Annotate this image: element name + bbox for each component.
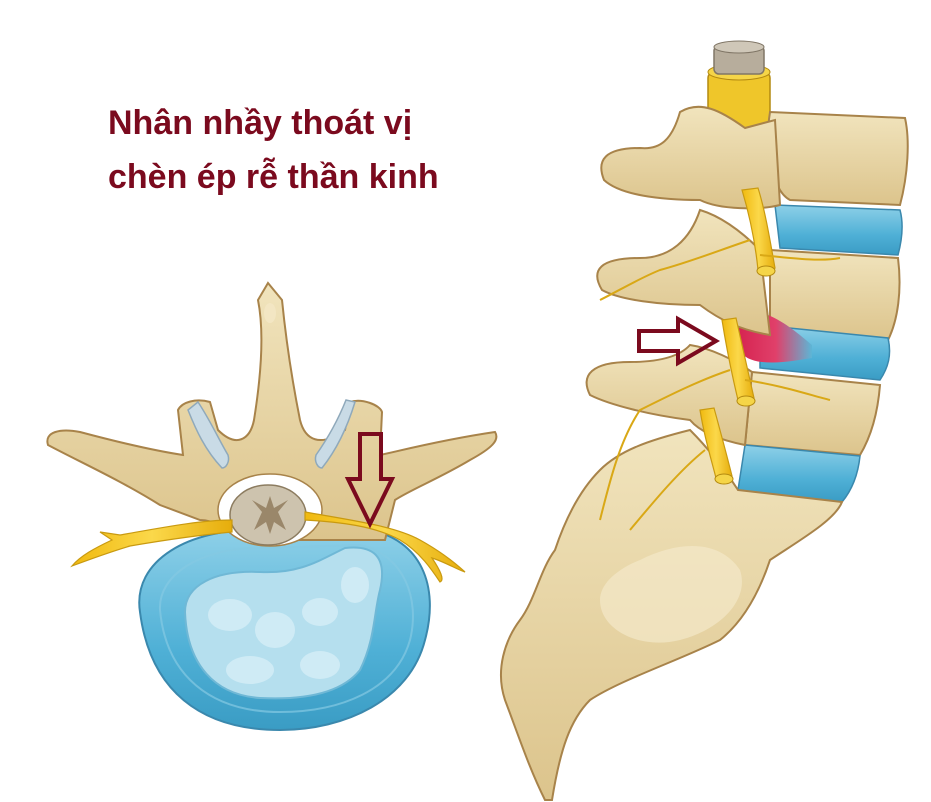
axial-vertebra-figure (46, 281, 498, 732)
nerve-roots-lateral (599, 187, 841, 531)
title-line-1: Nhân nhầy thoát vị (108, 104, 413, 142)
spinal-cord (229, 484, 307, 546)
intervertebral-disc-axial (138, 528, 431, 732)
page-title: Nhân nhầy thoát vị chèn ép rễ thần kinh (108, 96, 439, 204)
vertebral-bodies (731, 110, 909, 503)
arrow-right-icon (637, 315, 720, 367)
title-line-2: chèn ép rễ thần kinh (108, 158, 439, 196)
lateral-spine-figure (499, 40, 909, 801)
arrow-down-icon (344, 432, 396, 529)
nerve-roots-axial (70, 511, 466, 583)
